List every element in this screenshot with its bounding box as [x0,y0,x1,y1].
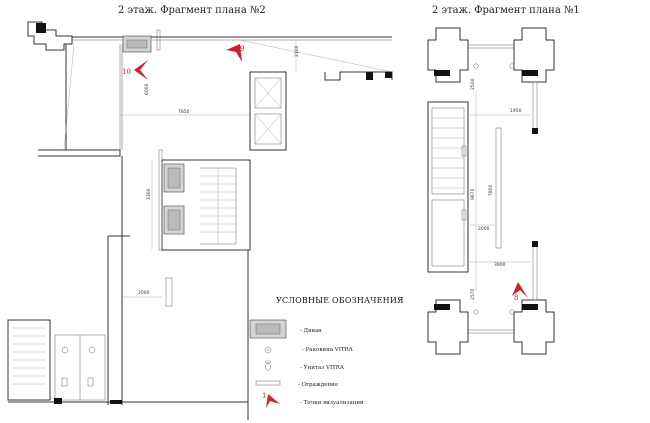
legend-item-toilet: - Унитаз VITRA [300,365,345,371]
plan2-column [110,400,122,404]
plan2-wc-stair [7,319,51,401]
dimension-label: 9670 [470,188,476,200]
svg-text:9: 9 [240,45,244,53]
legend-item-railing: - Ограждение [298,382,338,388]
legend-title: УСЛОВНЫЕ ОБОЗНАЧЕНИЯ [276,296,404,305]
railing-icon [158,149,163,251]
sink-icon [88,346,96,354]
sofa-icon [163,205,185,235]
plan-1: 2500 1950 9670 7800 2000 3900 2570 8 [427,27,555,355]
legend-item-sink: - Раковина VITRA [302,347,354,353]
dimension-label: 3900 [494,262,506,268]
toilet-icon [87,377,94,387]
svg-text:1: 1 [262,392,266,400]
plan1-tower-bl [427,299,469,355]
viewpoint-marker: 10 [122,60,148,80]
legend-sofa-icon [249,319,287,339]
sink-icon [473,309,479,315]
plan2-column [366,72,373,80]
railing-icon [165,277,173,307]
plan2-column [36,23,46,33]
legend-sink-icon [264,346,272,354]
plan2-corner-block [27,21,73,51]
toilet-icon [61,377,68,387]
railing-icon [495,127,502,249]
railing-icon [532,81,538,133]
plan2-right-wall [324,71,393,81]
plan-2: 2100 6000 7850 3300 2000 9 10 [7,21,393,420]
sofa-icon [163,163,185,193]
sink-icon [509,63,515,69]
legend-viewpoint-icon: 1 [262,392,280,408]
dimension-label: 7800 [488,184,494,196]
viewpoint-marker: 9 [226,44,244,62]
legend-item-sofa: - Диван [300,328,322,334]
svg-text:8: 8 [514,294,518,302]
dimension-label: 2100 [294,45,300,57]
dimension-label: 2570 [470,288,476,300]
sink-icon [61,346,69,354]
sofa-icon [122,35,152,53]
dimension-label: 7850 [178,109,190,115]
legend-toilet-icon [265,360,271,371]
legend-item-viewpoint: - Точки визуализации [300,400,364,406]
railing-icon [156,29,161,51]
plan2-column [385,72,392,78]
plan2-column [54,398,62,404]
plan1-tower-tl [427,27,469,83]
plan2-left-band [38,149,121,157]
legend-railing-icon [255,380,281,386]
dimension-label: 2500 [470,78,476,90]
dimension-label: 2000 [138,290,150,296]
dimension-label: 3300 [146,188,152,200]
plan2-stairs [200,168,236,244]
plan1-core [427,101,469,273]
plan-2-title: 2 этаж. Фрагмент плана №2 [118,5,266,16]
svg-text:10: 10 [122,68,131,76]
sink-icon [509,309,515,315]
dimension-label: 6000 [144,83,150,95]
legend: УСЛОВНЫЕ ОБОЗНАЧЕНИЯ - Диван - Раковина … [249,296,404,408]
plan-1-title: 2 этаж. Фрагмент плана №1 [432,5,580,16]
plan2-core [249,71,287,151]
railing-icon [532,244,538,301]
dimension-label: 1950 [510,108,522,114]
viewpoint-marker: 8 [512,282,528,302]
sink-icon [473,63,479,69]
dimension-label: 2000 [478,226,490,232]
plan1-tower-tr [513,27,555,83]
